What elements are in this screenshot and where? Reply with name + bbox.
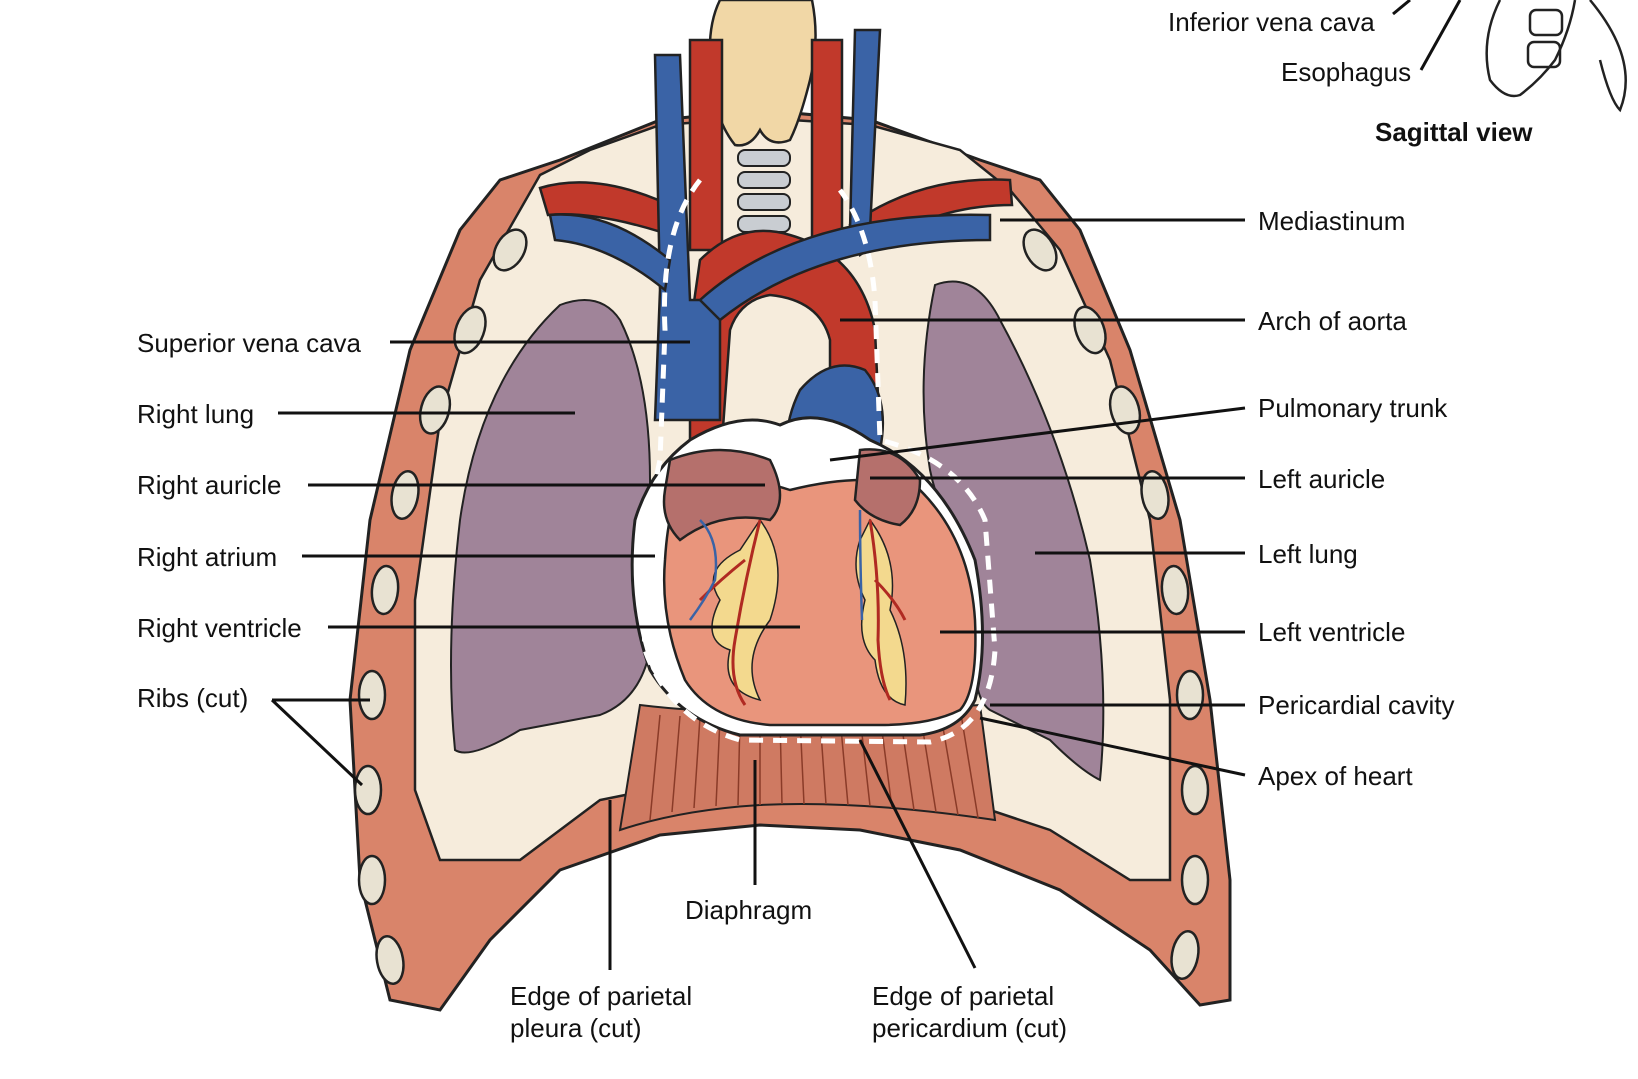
ribs [353, 228, 1210, 985]
label-esophagus: Esophagus [1281, 57, 1411, 87]
rib-right-2 [1073, 305, 1107, 355]
left-common-carotid [688, 38, 724, 252]
rib-left-1 [492, 228, 528, 272]
trachea-ring [737, 171, 791, 189]
trachea-ring [737, 149, 791, 167]
label-diaphragm: Diaphragm [685, 895, 812, 925]
rib-right-9 [1170, 930, 1200, 980]
label-mediastinum: Mediastinum [1258, 206, 1405, 236]
leader-edge-parietal-pericardium [858, 739, 977, 969]
rib-left-4 [390, 470, 420, 520]
label-edge-parietal-pleura-2: pleura (cut) [510, 1013, 642, 1043]
parietal-pleura-edge [641, 178, 998, 745]
rib-right-5 [1160, 564, 1190, 616]
label-apex-of-heart: Apex of heart [1258, 761, 1413, 791]
inset-caption: Sagittal view [1375, 117, 1533, 147]
leader-ribs-cut [270, 698, 370, 787]
label-edge-parietal-pericardium-1: Edge of parietal [872, 981, 1054, 1011]
coronary-arteries [698, 519, 907, 706]
left-auricle-shape [853, 448, 922, 527]
label-arch-of-aorta: Arch of aorta [1258, 306, 1407, 336]
coronary-veins [688, 509, 864, 621]
inset-vertebra [1526, 40, 1562, 69]
sagittal-inset-sketch [1485, 0, 1627, 113]
rib-left-8 [357, 854, 387, 906]
label-edge-parietal-pericardium-2: pericardium (cut) [872, 1013, 1067, 1043]
right-auricle-shape [662, 448, 782, 542]
rib-left-5 [370, 564, 400, 616]
leader-pulmonary-trunk [829, 406, 1246, 462]
rib-left-6 [357, 669, 387, 721]
rib-right-1 [1022, 228, 1058, 272]
labels: Inferior vena cava Esophagus Sagittal vi… [137, 7, 1533, 1043]
label-left-ventricle: Left ventricle [1258, 617, 1405, 647]
rib-left-9 [375, 935, 405, 985]
label-left-auricle: Left auricle [1258, 464, 1385, 494]
inset-outline [1485, 0, 1577, 98]
label-pericardial-cavity: Pericardial cavity [1258, 690, 1455, 720]
leader-apex-of-heart [979, 716, 1246, 777]
rib-right-7 [1180, 764, 1210, 816]
label-right-lung: Right lung [137, 399, 254, 429]
brachiocephalic-right [548, 213, 672, 293]
label-right-auricle: Right auricle [137, 470, 282, 500]
label-inferior-vena-cava: Inferior vena cava [1168, 7, 1375, 37]
brachiocephalic-left [698, 213, 992, 322]
left-lung-shape [922, 280, 1105, 782]
leader-esophagus [1419, 0, 1462, 71]
label-superior-vena-cava: Superior vena cava [137, 328, 362, 358]
label-pulmonary-trunk: Pulmonary trunk [1258, 393, 1448, 423]
diaphragm-striations [649, 707, 979, 821]
right-common-carotid [810, 38, 844, 252]
heart [630, 416, 984, 737]
leader-inferior-vena-cava [1392, 0, 1411, 16]
leader-lines [270, 0, 1462, 970]
rib-right-8 [1180, 854, 1210, 906]
label-right-ventricle: Right ventricle [137, 613, 302, 643]
trachea-ring [737, 193, 791, 211]
rib-right-4 [1140, 470, 1170, 520]
inset-vertebra [1528, 8, 1564, 37]
label-right-atrium: Right atrium [137, 542, 277, 572]
rib-right-6 [1175, 669, 1205, 721]
inset-body-curve [1589, 0, 1627, 113]
label-left-lung: Left lung [1258, 539, 1358, 569]
trachea-ring [737, 215, 791, 233]
label-ribs-cut: Ribs (cut) [137, 683, 248, 713]
rib-left-7 [353, 764, 383, 816]
label-edge-parietal-pleura-1: Edge of parietal [510, 981, 692, 1011]
left-brachiocephalic-vein [653, 53, 722, 422]
